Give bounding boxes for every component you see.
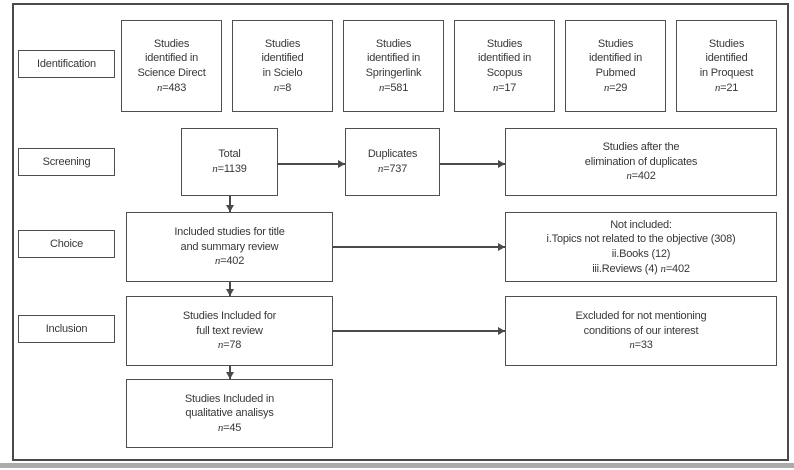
source-box-scielo: Studies identified in Scielo n=8 [232, 20, 333, 112]
qualitative-analysis-box: Studies Included in qualitative analisys… [126, 379, 333, 448]
bottom-separator-bar [0, 463, 794, 468]
n-value-text: n=402 [660, 262, 690, 275]
arrow-title-summary-to-not-included [333, 243, 505, 250]
source-box-pubmed: Studies identified in Pubmed n=29 [565, 20, 666, 112]
box-n-value: n=29 [603, 81, 628, 94]
box-n-value: iii.Reviews (4) n=402 [592, 262, 690, 277]
not-included-box: Not included: i.Topics not related to th… [505, 212, 777, 282]
box-label: Studies Included for full text review [182, 310, 277, 337]
source-box-science-direct: Studies identified in Science Direct n=4… [121, 20, 222, 112]
box-n-value: n=1139 [212, 163, 247, 175]
box-n-value: n=33 [629, 339, 653, 352]
box-label: Included studies for title and summary r… [174, 226, 285, 253]
box-n-value: n=402 [214, 255, 245, 268]
excluded-box: Excluded for not mentioning conditions o… [505, 296, 777, 366]
arrow-total-to-duplicates [278, 160, 345, 167]
box-n-value: n=21 [714, 81, 739, 94]
box-label: Studies after the elimination of duplica… [584, 141, 698, 168]
arrow-total-to-title-summary [226, 196, 233, 212]
stage-label-text: Choice [49, 238, 84, 250]
box-n-value: n=402 [626, 170, 656, 183]
box-n-value: n=17 [492, 81, 517, 94]
box-label: Studies identified in Scopus [477, 37, 532, 79]
box-label: Studies identified in Science Direct [137, 37, 206, 79]
total-box: Total n=1139 [181, 128, 278, 196]
stage-label-identification: Identification [18, 50, 115, 78]
stage-label-inclusion: Inclusion [18, 315, 115, 343]
arrow-full-text-to-qualitative [226, 366, 233, 379]
after-duplicates-box: Studies after the elimination of duplica… [505, 128, 777, 196]
box-label: Studies identified in Scielo [261, 37, 304, 79]
reviews-item-text: iii.Reviews (4) [592, 262, 661, 275]
source-box-springerlink: Studies identified in Springerlink n=581 [343, 20, 444, 112]
source-box-proquest: Studies identified in Proquest n=21 [676, 20, 777, 112]
source-box-scopus: Studies identified in Scopus n=17 [454, 20, 555, 112]
box-label: Duplicates [367, 148, 418, 161]
box-n-value: n=8 [273, 81, 292, 94]
arrow-full-text-to-excluded [333, 327, 505, 334]
box-n-value: n=78 [217, 339, 242, 352]
box-label: Studies identified in Proquest [699, 37, 754, 79]
duplicates-box: Duplicates n=737 [345, 128, 440, 196]
arrow-title-summary-to-full-text [226, 282, 233, 296]
stage-label-choice: Choice [18, 230, 115, 258]
box-label: Not included: i.Topics not related to th… [546, 218, 736, 260]
stage-label-screening: Screening [18, 148, 115, 176]
title-summary-review-box: Included studies for title and summary r… [126, 212, 333, 282]
full-text-review-box: Studies Included for full text review n=… [126, 296, 333, 366]
box-label: Studies identified in Springerlink [365, 37, 422, 79]
box-label: Total [218, 148, 241, 161]
stage-label-text: Screening [42, 156, 91, 168]
stage-label-text: Identification [37, 58, 96, 70]
stage-label-text: Inclusion [45, 323, 88, 335]
box-n-value: n=737 [377, 163, 408, 175]
box-n-value: n=45 [217, 421, 242, 434]
box-n-value: n=483 [156, 81, 187, 94]
box-n-value: n=581 [378, 81, 409, 94]
box-label: Studies Included in qualitative analisys [184, 392, 275, 420]
arrow-duplicates-to-after-duplicates [440, 160, 505, 167]
box-label: Studies identified in Pubmed [588, 37, 643, 79]
box-label: Excluded for not mentioning conditions o… [575, 310, 707, 337]
